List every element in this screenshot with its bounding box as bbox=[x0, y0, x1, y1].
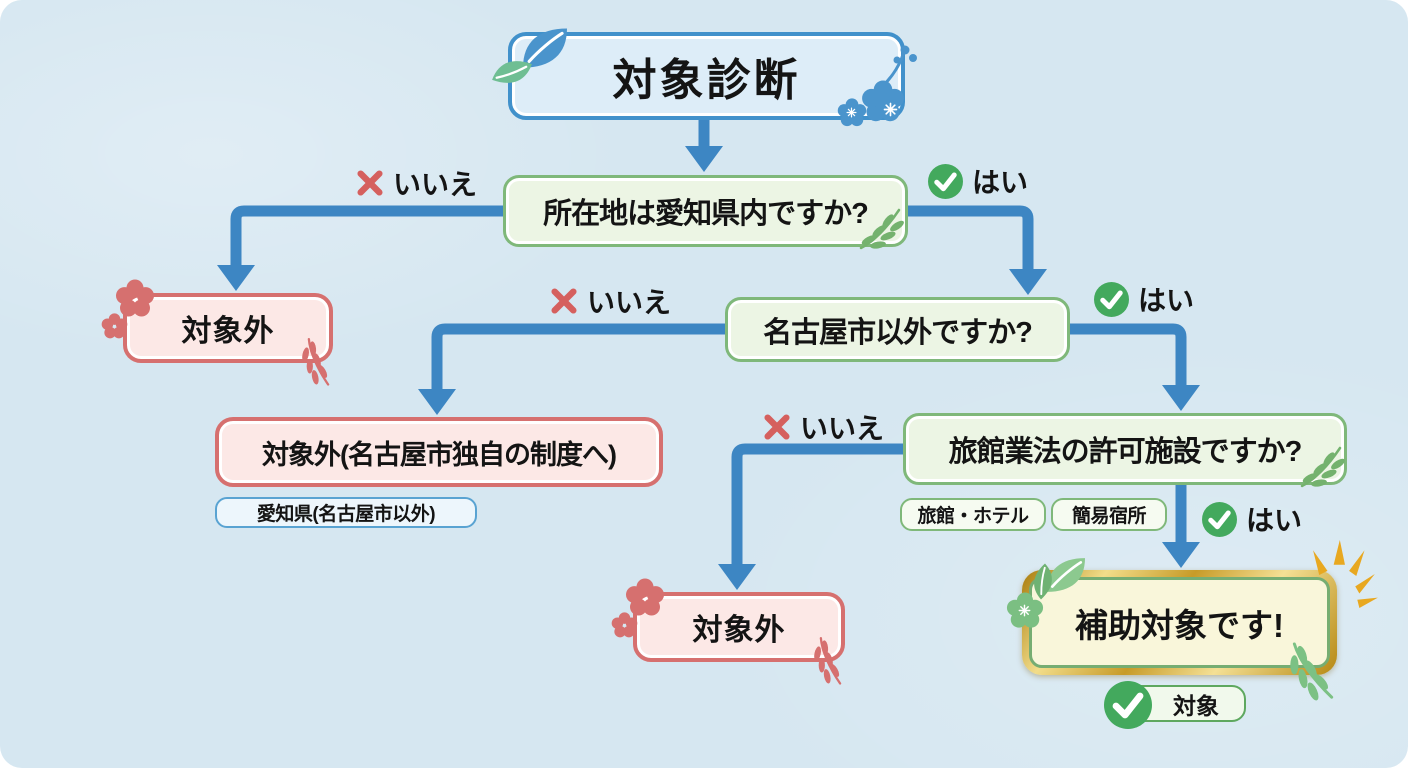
branch-label-q2-yes: はい bbox=[1094, 280, 1194, 318]
yes-label: はい bbox=[972, 167, 1029, 198]
no-label: いいえ bbox=[587, 287, 672, 318]
arrowhead-title-to-q1 bbox=[685, 146, 723, 172]
note-text: 愛知県(名古屋市以外) bbox=[256, 504, 436, 525]
check-circle-icon bbox=[1094, 282, 1129, 317]
question-node-q1: 所在地は愛知県内ですか? bbox=[503, 175, 908, 251]
leaf-icon bbox=[521, 26, 569, 70]
connector-q2-no bbox=[431, 323, 725, 391]
outcome-text-out1: 対象外 bbox=[181, 315, 275, 348]
check-circle-icon bbox=[928, 164, 963, 199]
question-node-q2: 名古屋市以外ですか? bbox=[725, 297, 1070, 362]
title-text: 対象診断 bbox=[612, 56, 801, 105]
yes-label: はい bbox=[1138, 285, 1195, 316]
x-mark-icon bbox=[763, 413, 791, 441]
check-circle-icon bbox=[1202, 502, 1237, 537]
facility-tag-kani-shukusho: 簡易宿所 bbox=[1051, 498, 1167, 531]
facility-tag-ryokan-hotel: 旅館・ホテル bbox=[900, 498, 1046, 531]
title-node: 対象診断 bbox=[490, 26, 917, 127]
result-inner: 補助対象です! bbox=[1029, 577, 1330, 668]
arrowhead-q3-no bbox=[718, 564, 756, 590]
x-mark-icon bbox=[356, 169, 384, 197]
result-badge-text: 対象 bbox=[1173, 692, 1219, 719]
question-text-q2: 名古屋市以外ですか? bbox=[763, 316, 1033, 349]
outcome-text-out2: 対象外(名古屋市独自の制度へ) bbox=[262, 439, 617, 470]
connector-q2-yes bbox=[1070, 323, 1187, 387]
connector-q1-yes bbox=[908, 205, 1034, 271]
question-text-q3: 旅館業法の許可施設ですか? bbox=[948, 436, 1303, 468]
note-pill-aichi: 愛知県(名古屋市以外) bbox=[215, 497, 477, 528]
x-mark-icon bbox=[550, 287, 578, 315]
arrowhead-q3-yes bbox=[1162, 542, 1200, 568]
question-text-q1: 所在地は愛知県内ですか? bbox=[543, 198, 869, 230]
connector-q3-no bbox=[731, 443, 903, 566]
outcome-node-out1: 対象外 bbox=[101, 279, 343, 392]
branch-label-q1-no: いいえ bbox=[356, 164, 477, 202]
arrowhead-q1-no bbox=[217, 265, 255, 291]
question-node-q3: 旅館業法の許可施設ですか? bbox=[903, 413, 1347, 489]
result-badge: 対象 bbox=[1104, 681, 1254, 729]
branch-label-q3-yes: はい bbox=[1202, 500, 1302, 538]
branch-label-q3-no: いいえ bbox=[763, 408, 884, 446]
outcome-text-out3: 対象外 bbox=[692, 614, 786, 647]
sprig-icon bbox=[1300, 446, 1346, 489]
no-label: いいえ bbox=[800, 413, 885, 444]
asterisk-icon bbox=[883, 102, 898, 117]
outcome-node-out2: 対象外(名古屋市独自の制度へ) bbox=[215, 417, 663, 487]
yes-label: はい bbox=[1246, 505, 1303, 536]
facility-tag-text: 旅館・ホテル bbox=[917, 506, 1029, 527]
connector-q1-no bbox=[230, 205, 503, 267]
check-circle-icon bbox=[1104, 681, 1152, 729]
result-text: 補助対象です! bbox=[1075, 606, 1284, 644]
facility-tag-text: 簡易宿所 bbox=[1071, 506, 1147, 527]
arrowhead-q2-yes bbox=[1162, 385, 1200, 411]
outcome-node-out3: 対象外 bbox=[611, 578, 855, 691]
branch-label-q1-yes: はい bbox=[928, 162, 1028, 200]
no-label: いいえ bbox=[393, 169, 478, 200]
arrowhead-q2-no bbox=[418, 389, 456, 415]
asterisk-icon bbox=[846, 107, 857, 118]
arrowhead-q1-yes bbox=[1009, 269, 1047, 295]
branch-label-q2-no: いいえ bbox=[550, 282, 671, 320]
result-node: 補助対象です! bbox=[1006, 540, 1378, 706]
